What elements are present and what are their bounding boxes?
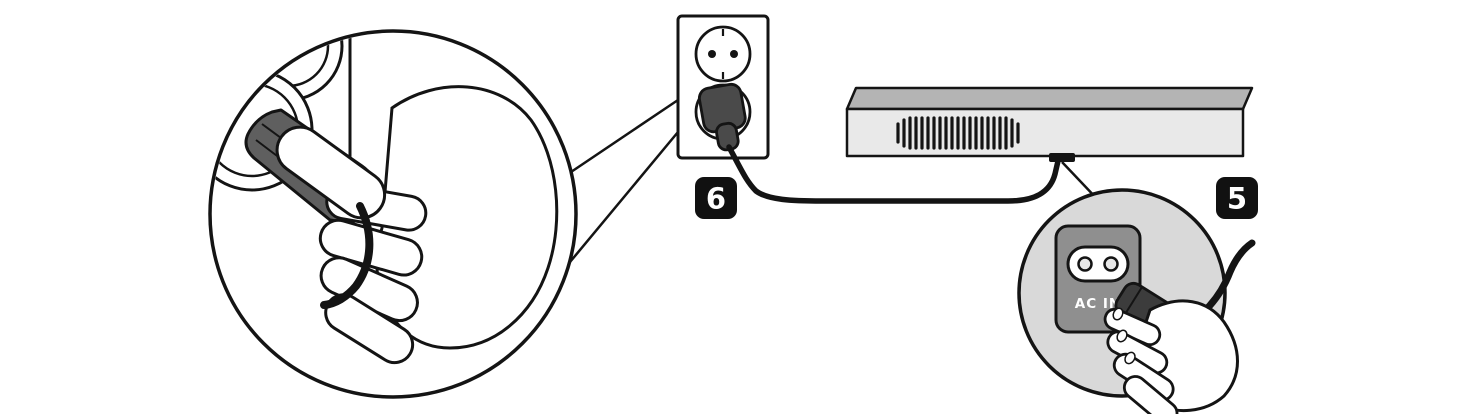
thumb xyxy=(275,125,387,220)
socket-hole xyxy=(708,50,716,58)
soundbar-device xyxy=(845,86,1254,162)
closeup-circle-outline xyxy=(208,29,578,399)
hand-right xyxy=(1103,299,1239,414)
connector-plug-seam xyxy=(1123,287,1143,316)
ac-inlet-notch xyxy=(1049,153,1075,162)
step-badge-5: 5 xyxy=(1216,177,1258,219)
step-badge-6-box xyxy=(695,177,737,219)
wall-outlet-closeup xyxy=(208,29,578,399)
callout-lines-outlet xyxy=(569,98,679,263)
inserted-plug xyxy=(697,82,747,152)
power-cable xyxy=(726,144,1061,204)
finger xyxy=(1122,375,1179,414)
vent-grille xyxy=(896,116,1020,150)
step-badge-6: 6 xyxy=(695,177,737,219)
socket-rim xyxy=(694,25,752,83)
step-badge-5-box xyxy=(1216,177,1258,219)
power-cord-stub xyxy=(320,202,374,309)
outlet-top-socket xyxy=(694,25,752,83)
device-front-face xyxy=(845,107,1245,158)
step-badge-5-number: 5 xyxy=(1227,182,1247,216)
step-badge-6-number: 6 xyxy=(706,182,726,216)
outlet-bottom-socket xyxy=(694,82,752,152)
ac-in-closeup: AC IN xyxy=(1017,188,1256,414)
device-top-face xyxy=(845,86,1254,111)
ac-in-pin-hole xyxy=(1077,256,1093,272)
fingernail xyxy=(1124,351,1136,365)
ac-in-port xyxy=(1066,245,1130,283)
ac-in-pin-hole xyxy=(1103,256,1119,272)
closeup-contents xyxy=(212,33,559,365)
fingernail xyxy=(1116,329,1128,343)
fingernail xyxy=(1112,307,1124,321)
socket-hole xyxy=(730,50,738,58)
ac-in-label: AC IN xyxy=(1075,296,1121,312)
hand-left xyxy=(275,85,559,365)
wall-outlet xyxy=(676,14,770,160)
